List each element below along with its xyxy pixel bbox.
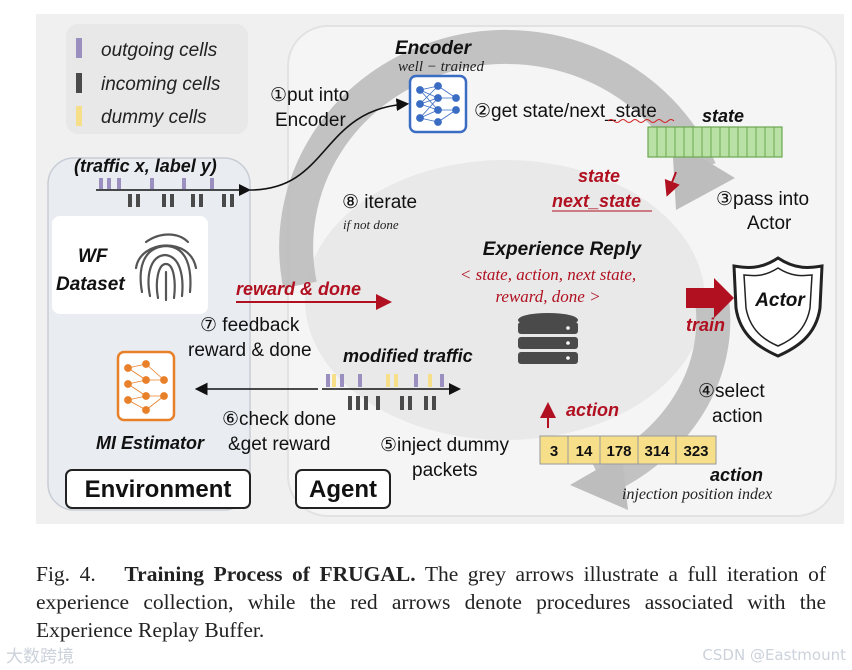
wf-label-line1: WF — [78, 246, 109, 267]
next-state-red-label: next_state — [552, 191, 641, 211]
mi-estimator-label: MI Estimator — [96, 433, 205, 453]
action-cell — [567, 435, 601, 465]
actor-shield-icon — [732, 256, 824, 358]
legend-dummy-swatch — [76, 106, 82, 126]
action-vector: 3 14 178 314 323 — [539, 435, 717, 465]
arrow-to-encoder — [249, 98, 410, 191]
action-value: 323 — [683, 443, 708, 460]
step3-label-line2: Actor — [747, 213, 792, 234]
fingerprint-icon — [134, 233, 198, 302]
reward-done-red-label: reward & done — [236, 279, 361, 299]
encoder-box — [408, 74, 468, 134]
modified-traffic-label: modified traffic — [343, 346, 473, 366]
step2-label: ②get state/next_state — [474, 101, 657, 122]
next-state-underline — [607, 119, 675, 123]
step4-label-line1: ④select — [698, 381, 765, 402]
step5-label-line1: ⑤inject dummy — [380, 435, 509, 456]
legend-dummy-label: dummy cells — [101, 107, 207, 128]
mi-estimator-box — [116, 350, 176, 422]
action-red-label: action — [566, 400, 619, 420]
figure-caption: Fig. 4. Training Process of FRUGAL. The … — [36, 560, 826, 644]
experience-reply-title: Experience Reply — [483, 239, 643, 260]
step1-label-line2: Encoder — [275, 110, 346, 131]
step1-label-line1: ①put into — [270, 85, 349, 106]
state-red-label: state — [578, 166, 620, 186]
action-cell — [539, 435, 569, 465]
step6-label-line1: ⑥check done — [222, 409, 336, 430]
caption-text: The grey arrows illustrate a full iterat… — [36, 562, 826, 642]
encoder-subtitle: well − trained — [398, 59, 484, 75]
agent-label-box — [295, 469, 391, 509]
watermark-left: 大数跨境 — [6, 647, 74, 667]
step3-label-line1: ③pass into — [716, 189, 809, 210]
step8-sub-label: if not done — [343, 217, 399, 232]
agent-label: Agent — [309, 476, 377, 503]
mi-network-icon — [124, 360, 168, 414]
train-label: train — [686, 315, 725, 335]
caption-fig-number: Fig. 4. — [36, 562, 96, 586]
injection-index-label: injection position index — [622, 486, 772, 503]
action-cell — [675, 435, 717, 465]
modified-traffic-sequence — [322, 374, 461, 410]
actor-label: Actor — [754, 290, 806, 311]
wf-label-line2: Dataset — [56, 274, 125, 295]
grey-cycle-arrow — [279, 29, 716, 289]
action-value: 314 — [644, 443, 670, 460]
traffic-label: (traffic x, label y) — [74, 156, 217, 176]
encoder-network-icon — [416, 82, 460, 126]
step7-label-line1: ⑦ feedback — [200, 315, 300, 336]
action-value: 3 — [550, 443, 558, 460]
step8-label: ⑧ iterate — [342, 192, 417, 213]
step6-label-line2: &get reward — [228, 434, 330, 455]
legend-incoming-label: incoming cells — [101, 74, 221, 95]
legend-incoming-swatch — [76, 73, 82, 93]
agent-center-glow — [305, 160, 705, 440]
experience-tuple-line1: < state, action, next state, — [460, 265, 636, 284]
legend-outgoing-swatch — [76, 38, 82, 58]
grey-arrow-head-bottom — [570, 455, 628, 510]
wf-dataset-box — [52, 216, 208, 314]
action-cell — [599, 435, 639, 465]
experience-tuple-line2: reward, done > — [495, 287, 600, 306]
step5-label-line2: packets — [412, 460, 477, 481]
watermark-right: CSDN @Eastmount — [702, 646, 846, 664]
state-vector — [647, 126, 783, 158]
environment-label: Environment — [85, 476, 232, 503]
step7-label-line2: reward & done — [188, 340, 312, 361]
traffic-sequence — [96, 178, 251, 207]
action-value: 14 — [576, 443, 593, 460]
action-label: action — [710, 465, 763, 485]
action-value: 178 — [606, 443, 631, 460]
legend-box — [66, 24, 248, 134]
legend-outgoing-label: outgoing cells — [101, 40, 218, 61]
caption-title: Training Process of FRUGAL. — [124, 562, 416, 586]
red-arrow-to-replay — [664, 171, 680, 197]
database-icon — [518, 313, 578, 364]
encoder-title: Encoder — [395, 38, 473, 59]
state-label: state — [702, 106, 744, 126]
train-arrow — [686, 278, 734, 318]
environment-label-box — [65, 469, 251, 509]
step4-label-line2: action — [712, 406, 763, 427]
